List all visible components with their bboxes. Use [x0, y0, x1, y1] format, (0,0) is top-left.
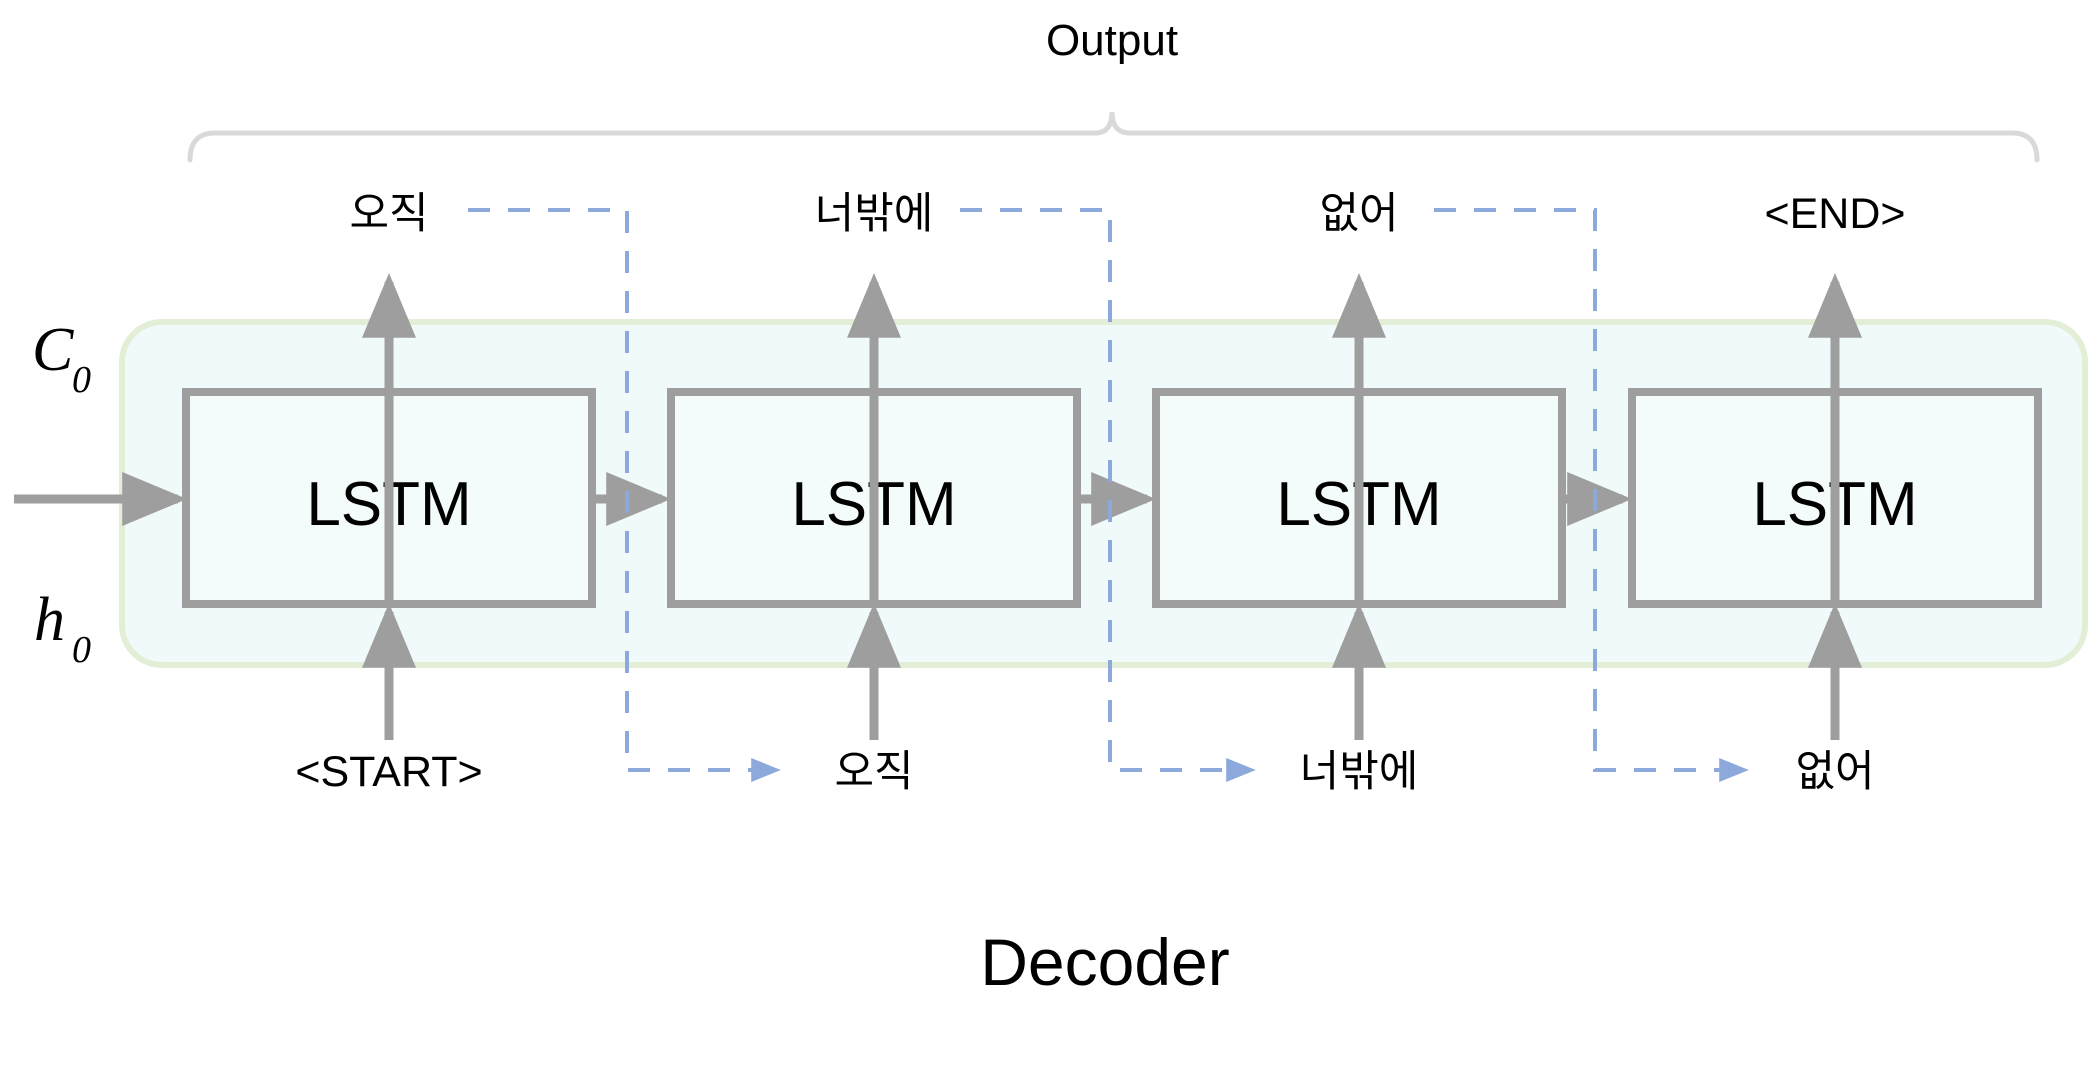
input-token-3: 너밖에: [1300, 748, 1419, 796]
hidden-state-symbol: h: [34, 586, 65, 654]
output-token-1: 오직: [349, 190, 428, 238]
input-token-2: 오직: [834, 748, 913, 796]
feedback-arrow-2: [960, 208, 1256, 782]
feedback-arrow-3: [1434, 208, 1749, 782]
input-token-1: <START>: [295, 748, 482, 796]
cell-state-subscript: 0: [72, 359, 91, 401]
hidden-state-subscript: 0: [72, 629, 91, 671]
output-token-3: 없어: [1319, 190, 1398, 238]
diagram-title: Decoder: [980, 925, 1229, 999]
initial-hidden-state-label: h 0: [34, 586, 91, 671]
output-bracket-label: Output: [1046, 16, 1178, 65]
initial-cell-state-label: C 0: [32, 316, 91, 401]
output-token-2: 너밖에: [815, 190, 934, 238]
cell-state-symbol: C: [32, 316, 74, 384]
input-token-4: 없어: [1795, 748, 1874, 796]
output-token-4: <END>: [1764, 190, 1905, 238]
output-bracket: [187, 111, 2040, 163]
